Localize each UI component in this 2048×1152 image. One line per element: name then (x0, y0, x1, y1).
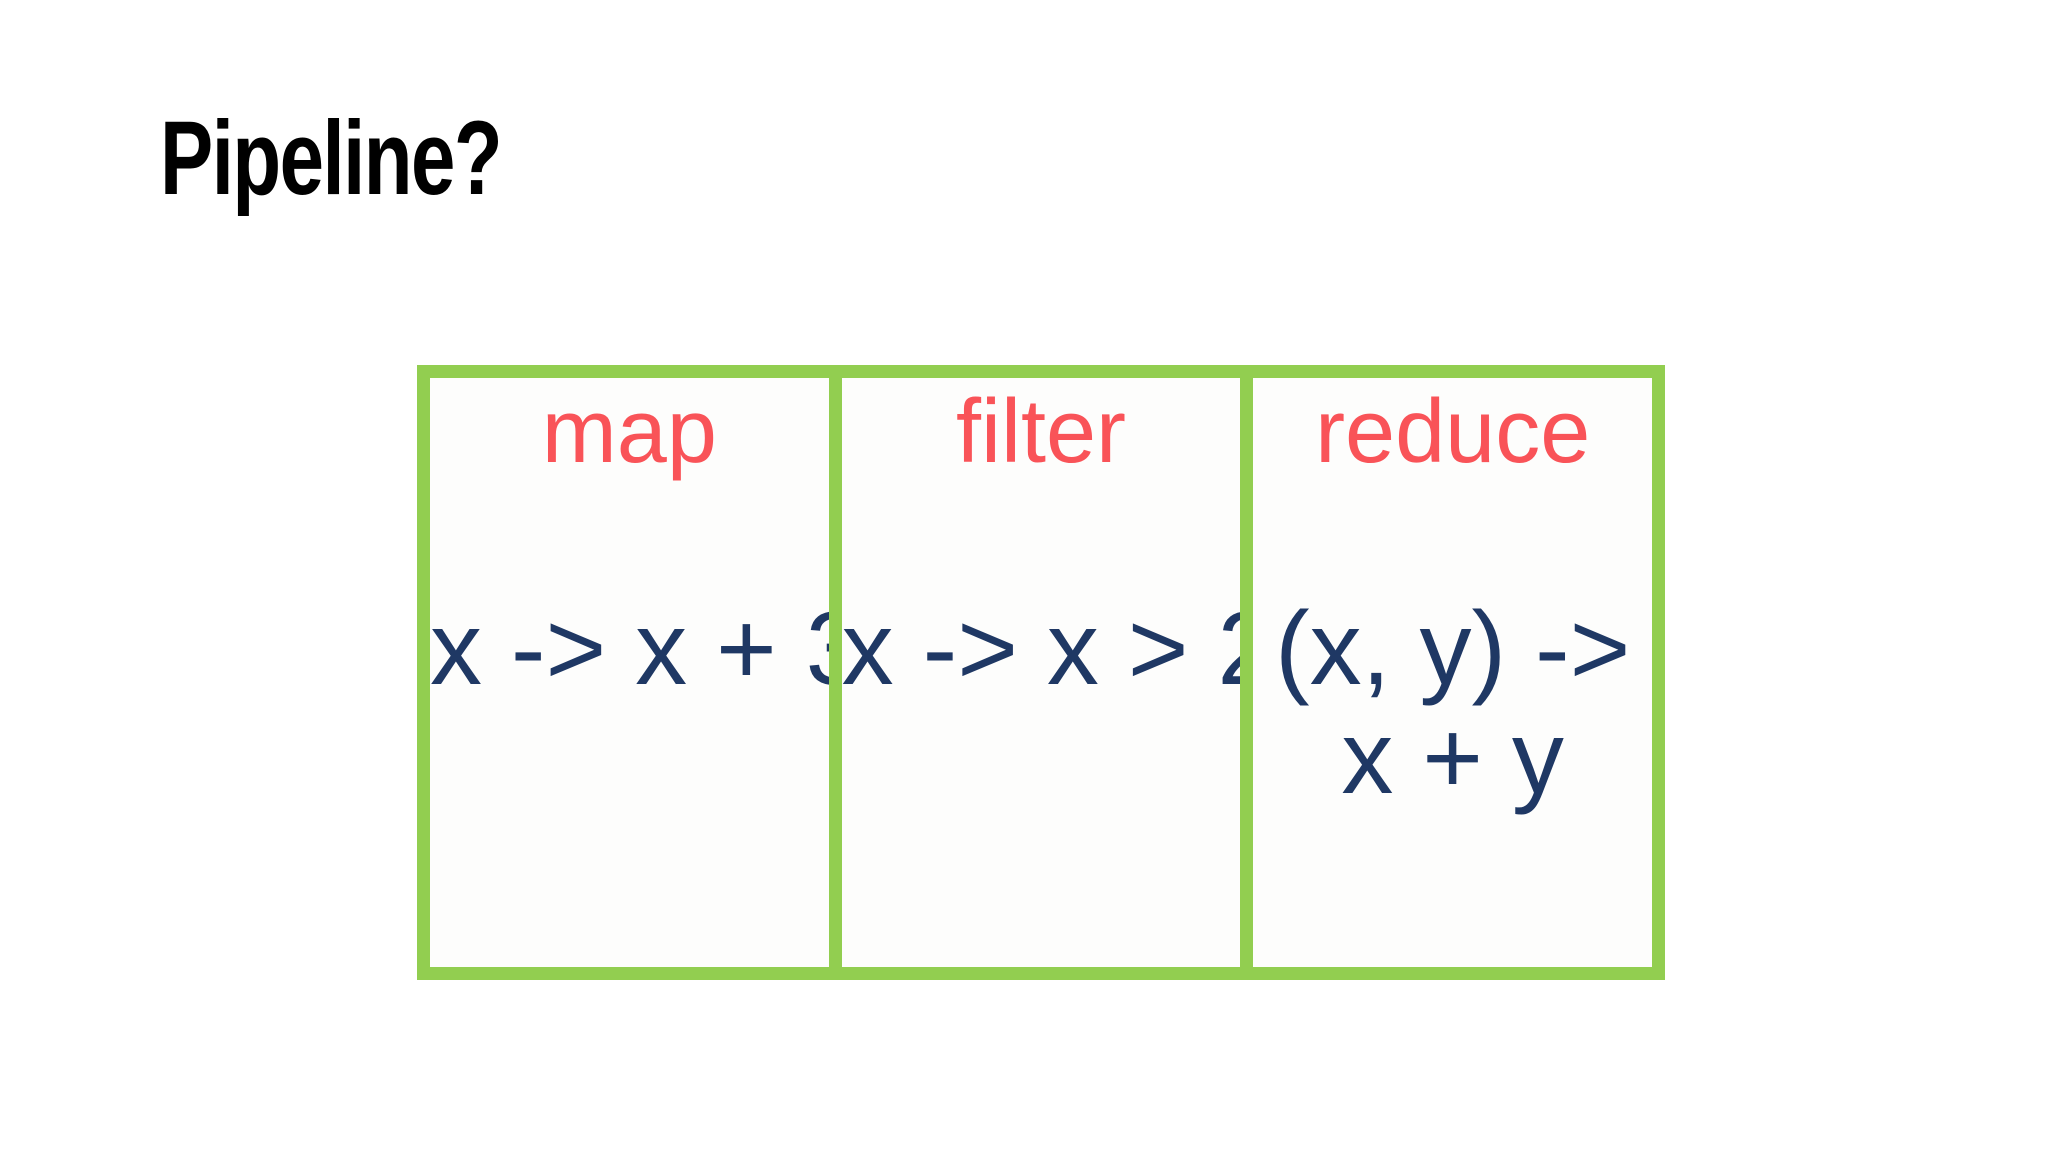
cell-reduce: reduce (x, y) -> x + y (1253, 378, 1653, 967)
cell-filter: filter x -> x > 2 (841, 378, 1241, 967)
pipeline-table: map x -> x + 3 filter x -> x > 2 reduce … (417, 365, 1665, 980)
reduce-code-line-2: x + y (1341, 700, 1564, 817)
filter-code: x -> x > 2 (841, 591, 1241, 707)
reduce-code: (x, y) -> x + y (1253, 591, 1652, 817)
reduce-code-line-1: (x, y) -> (1275, 591, 1631, 707)
filter-label: filter (955, 382, 1127, 482)
map-label: map (541, 382, 717, 482)
slide-title: Pipeline? (160, 100, 503, 217)
reduce-label: reduce (1315, 382, 1591, 482)
cell-map: map x -> x + 3 (430, 378, 829, 967)
filter-code-line-1: x -> x > 2 (841, 591, 1241, 707)
map-code: x -> x + 3 (430, 591, 829, 707)
map-code-line-1: x -> x + 3 (430, 591, 829, 707)
